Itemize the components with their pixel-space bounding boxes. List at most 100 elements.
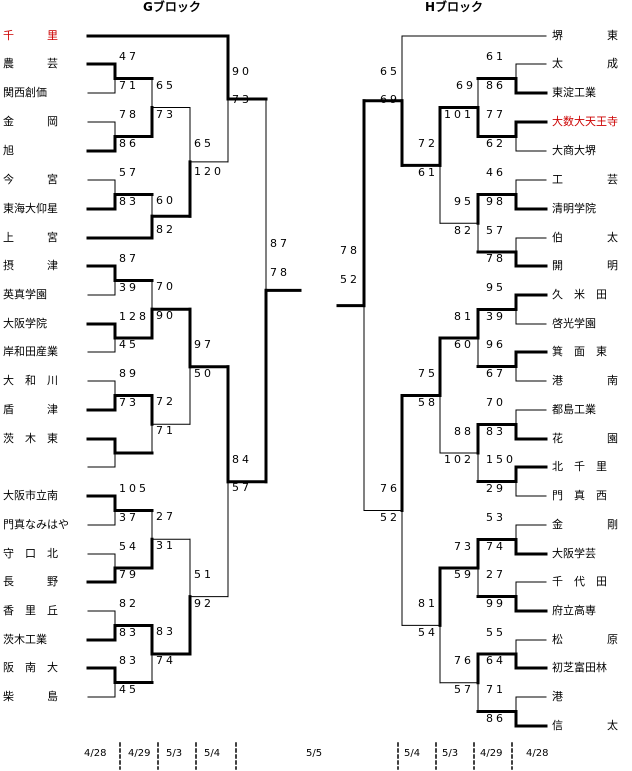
date-label: 4/29 — [480, 748, 503, 759]
date-label: 5/4 — [204, 748, 221, 759]
score-label: 82 — [156, 223, 176, 236]
score-label: 29 — [486, 482, 506, 495]
score-label: 59 — [454, 568, 474, 581]
score-label: 39 — [486, 310, 506, 323]
score-label: 57 — [486, 224, 506, 237]
score-label: 46 — [486, 166, 506, 179]
score-label: 69 — [380, 93, 400, 106]
team-name: 久 米 田 — [552, 288, 607, 301]
score-label: 60 — [156, 194, 176, 207]
block-h-title: Hブロック — [425, 0, 484, 14]
score-label: 45 — [119, 683, 139, 696]
score-label: 39 — [119, 281, 139, 294]
date-label: 5/3 — [442, 748, 459, 759]
team-name: 啓光学園 — [552, 317, 596, 330]
team-name: 港 — [552, 690, 563, 703]
score-label: 72 — [156, 395, 176, 408]
score-label: 83 — [119, 626, 139, 639]
score-label: 73 — [119, 396, 139, 409]
team-name: 門 真 西 — [552, 489, 607, 502]
score-label: 95 — [454, 195, 474, 208]
team-name: 大阪学院 — [3, 317, 47, 330]
score-label: 60 — [454, 338, 474, 351]
score-label: 72 — [418, 137, 438, 150]
score-label: 95 — [486, 281, 506, 294]
team-name: 太 成 — [552, 57, 618, 70]
score-label: 78 — [270, 266, 290, 279]
score-label: 50 — [194, 367, 214, 380]
score-label: 70 — [156, 280, 176, 293]
team-name: 柴 島 — [3, 690, 58, 703]
team-name: 箕 面 東 — [552, 345, 607, 358]
score-label: 65 — [194, 137, 214, 150]
team-name: 盾 津 — [3, 403, 58, 416]
team-name: 長 野 — [3, 575, 58, 588]
score-label: 27 — [156, 510, 176, 523]
score-label: 84 — [232, 453, 252, 466]
score-label: 76 — [454, 654, 474, 667]
team-name: 港 南 — [552, 374, 618, 387]
score-label: 78 — [119, 108, 139, 121]
team-name: 大 和 川 — [3, 374, 58, 387]
score-label: 98 — [486, 195, 506, 208]
score-label: 65 — [156, 79, 176, 92]
team-name: 大商大堺 — [552, 144, 596, 157]
team-name: 香 里 丘 — [3, 604, 58, 617]
block-g-title: Gブロック — [143, 0, 201, 14]
team-name: 大阪学芸 — [552, 547, 596, 560]
score-label: 99 — [486, 597, 506, 610]
score-label: 61 — [486, 50, 506, 63]
score-label: 79 — [119, 568, 139, 581]
team-name: 門真なみはや — [3, 518, 69, 531]
date-label: 4/29 — [128, 748, 151, 759]
score-label: 73 — [156, 108, 176, 121]
score-label: 71 — [486, 683, 506, 696]
team-name: 府立高専 — [552, 604, 596, 617]
score-label: 128 — [119, 310, 149, 323]
date-label: 4/28 — [84, 748, 107, 759]
score-label: 81 — [418, 597, 438, 610]
score-label: 45 — [119, 338, 139, 351]
score-label: 90 — [156, 309, 176, 322]
score-label: 47 — [119, 50, 139, 63]
team-name: 摂 津 — [3, 259, 58, 272]
team-name: 東海大仰星 — [3, 202, 58, 215]
team-name: 千 里 — [3, 29, 58, 42]
team-name: 初芝富田林 — [552, 661, 607, 674]
score-label: 87 — [119, 252, 139, 265]
team-name: 茨 木 東 — [3, 432, 58, 445]
score-label: 62 — [486, 137, 506, 150]
team-name: 農 芸 — [3, 57, 58, 70]
team-name: 旭 — [3, 144, 14, 157]
team-name: 花 園 — [552, 432, 618, 445]
score-label: 82 — [119, 597, 139, 610]
score-label: 78 — [486, 252, 506, 265]
team-name: 開 明 — [552, 259, 618, 272]
team-name: 清明学院 — [552, 202, 596, 215]
team-name: 大数大天王寺 — [552, 115, 618, 128]
team-name: 茨木工業 — [3, 633, 47, 646]
score-label: 51 — [194, 568, 214, 581]
score-label: 83 — [156, 625, 176, 638]
team-name: 松 原 — [552, 633, 618, 646]
score-label: 86 — [486, 712, 506, 725]
score-label: 65 — [380, 65, 400, 78]
score-label: 54 — [119, 540, 139, 553]
team-name: 伯 太 — [552, 231, 618, 244]
team-name: 大阪市立南 — [3, 489, 58, 502]
score-label: 101 — [444, 108, 474, 121]
score-label: 71 — [156, 424, 176, 437]
score-label: 73 — [454, 540, 474, 553]
team-name: 工 芸 — [552, 173, 618, 186]
score-label: 97 — [194, 338, 214, 351]
score-label: 37 — [119, 511, 139, 524]
score-label: 73 — [232, 93, 252, 106]
team-name: 東淀工業 — [552, 86, 596, 99]
team-name: 阪 南 大 — [3, 661, 58, 674]
score-label: 31 — [156, 539, 176, 552]
score-label: 52 — [340, 273, 360, 286]
score-label: 86 — [119, 137, 139, 150]
team-name: 上 宮 — [3, 231, 58, 244]
team-name: 都島工業 — [552, 403, 596, 416]
score-label: 57 — [119, 166, 139, 179]
